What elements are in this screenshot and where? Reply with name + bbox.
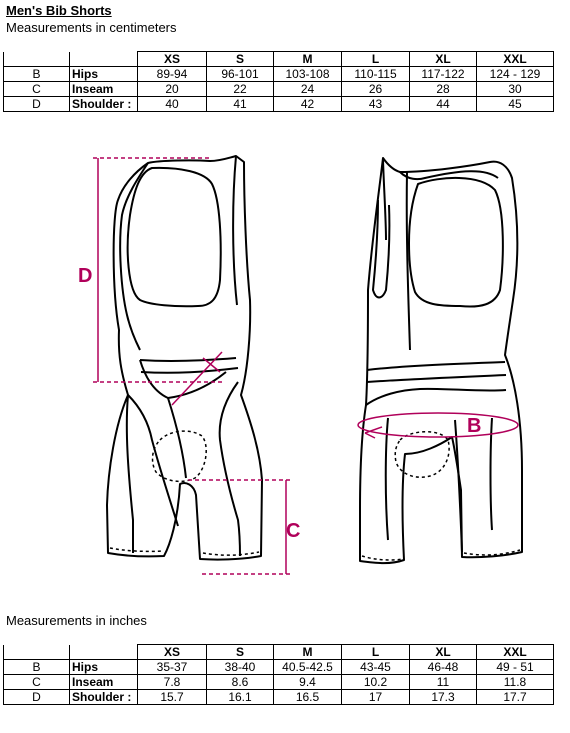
table-cell: 96-101 <box>206 66 274 82</box>
table-cell: 117-122 <box>409 66 477 82</box>
table-cell: 11 <box>409 674 477 690</box>
size-header: XS <box>137 644 207 660</box>
dimension-label-d: D <box>78 265 92 287</box>
front-view <box>106 155 263 561</box>
table-cell: 45 <box>476 96 554 112</box>
table-cell: 43-45 <box>341 659 410 675</box>
size-header: S <box>206 51 274 67</box>
table-row: C Inseam 20 22 24 26 28 30 <box>3 81 554 97</box>
table-cell: 42 <box>273 96 342 112</box>
size-header: XL <box>409 644 477 660</box>
row-name: Inseam <box>69 81 138 97</box>
table-row: D Shoulder : 15.7 16.1 16.5 17 17.3 17.7 <box>3 689 554 705</box>
in-caption: Measurements in inches <box>6 613 147 628</box>
table-cell: 35-37 <box>137 659 207 675</box>
table-cell: 26 <box>341 81 410 97</box>
table-cell: 43 <box>341 96 410 112</box>
table-header-row: XS S M L XL XXL <box>3 644 554 660</box>
table-cell: 44 <box>409 96 477 112</box>
table-cell: 49 - 51 <box>476 659 554 675</box>
table-row: C Inseam 7.8 8.6 9.4 10.2 11 11.8 <box>3 674 554 690</box>
table-cell: 22 <box>206 81 274 97</box>
row-code: D <box>3 96 70 112</box>
dimension-label-c: C <box>286 520 300 542</box>
row-name: Inseam <box>69 674 138 690</box>
table-cell: 89-94 <box>137 66 207 82</box>
dimension-label-b: B <box>467 415 481 437</box>
row-name: Hips <box>69 659 138 675</box>
table-cell: 28 <box>409 81 477 97</box>
row-code: B <box>3 66 70 82</box>
size-header: XS <box>137 51 207 67</box>
inch-size-table: XS S M L XL XXL B Hips 35-37 38-40 40.5-… <box>3 644 554 705</box>
table-cell: 40 <box>137 96 207 112</box>
row-name: Shoulder : <box>69 689 138 705</box>
size-header: S <box>206 644 274 660</box>
measure-guides <box>93 157 519 575</box>
cm-caption: Measurements in centimeters <box>6 20 177 35</box>
table-cell: 16.5 <box>273 689 342 705</box>
table-cell: 7.8 <box>137 674 207 690</box>
table-cell: 16.1 <box>206 689 274 705</box>
header-blank-cell <box>3 51 70 67</box>
page-title: Men's Bib Shorts <box>6 3 112 18</box>
row-code: C <box>3 674 70 690</box>
header-blank-cell <box>3 644 70 660</box>
table-cell: 17.3 <box>409 689 477 705</box>
table-cell: 8.6 <box>206 674 274 690</box>
size-header: M <box>273 644 342 660</box>
table-cell: 17 <box>341 689 410 705</box>
table-cell: 46-48 <box>409 659 477 675</box>
table-cell: 103-108 <box>273 66 342 82</box>
table-cell: 30 <box>476 81 554 97</box>
row-name: Shoulder : <box>69 96 138 112</box>
table-cell: 15.7 <box>137 689 207 705</box>
size-header: L <box>341 644 410 660</box>
table-row: B Hips 35-37 38-40 40.5-42.5 43-45 46-48… <box>3 659 554 675</box>
table-cell: 11.8 <box>476 674 554 690</box>
table-cell: 41 <box>206 96 274 112</box>
table-cell: 38-40 <box>206 659 274 675</box>
row-code: D <box>3 689 70 705</box>
size-header: XXL <box>476 51 554 67</box>
table-cell: 10.2 <box>341 674 410 690</box>
table-cell: 20 <box>137 81 207 97</box>
table-header-row: XS S M L XL XXL <box>3 51 554 67</box>
size-header: L <box>341 51 410 67</box>
size-header: XXL <box>476 644 554 660</box>
table-cell: 110-115 <box>341 66 410 82</box>
row-code: C <box>3 81 70 97</box>
table-cell: 9.4 <box>273 674 342 690</box>
bib-shorts-diagram: D C B <box>78 155 523 575</box>
header-blank-cell <box>69 644 138 660</box>
table-cell: 40.5-42.5 <box>273 659 342 675</box>
cm-size-table: XS S M L XL XXL B Hips 89-94 96-101 103-… <box>3 51 554 112</box>
table-cell: 124 - 129 <box>476 66 554 82</box>
row-name: Hips <box>69 66 138 82</box>
header-blank-cell <box>69 51 138 67</box>
table-cell: 24 <box>273 81 342 97</box>
table-cell: 17.7 <box>476 689 554 705</box>
table-row: D Shoulder : 40 41 42 43 44 45 <box>3 96 554 112</box>
size-header: M <box>273 51 342 67</box>
table-row: B Hips 89-94 96-101 103-108 110-115 117-… <box>3 66 554 82</box>
row-code: B <box>3 659 70 675</box>
back-view <box>359 157 523 565</box>
size-header: XL <box>409 51 477 67</box>
